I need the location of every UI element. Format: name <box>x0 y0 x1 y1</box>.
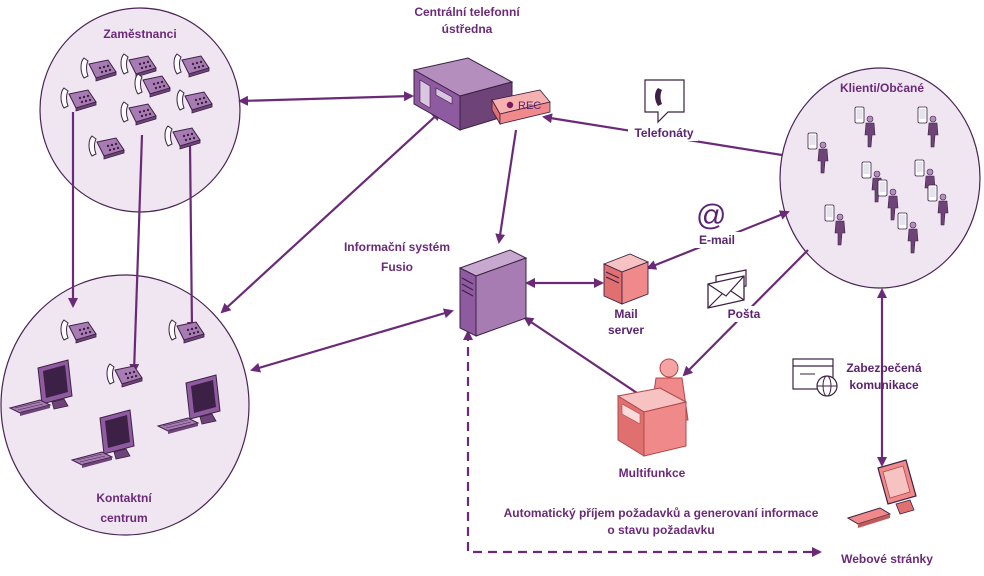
post-label: Pošta <box>728 307 761 321</box>
contact-center-label-line1: Kontaktní <box>96 491 152 505</box>
multifunction-label: Multifunkce <box>619 466 686 480</box>
is-label-line1: Informační systém <box>344 240 450 254</box>
arrow-phone-3 <box>186 142 197 332</box>
arrow-employees-pbx <box>238 91 414 106</box>
pbx-label-line1: Centrální telefonní <box>414 5 520 19</box>
phone-calls-label: Telefonáty <box>634 126 693 140</box>
arrow-rec-is <box>495 129 518 244</box>
arrow-pbx-contact <box>220 110 442 314</box>
multifunction-printer-icon <box>616 358 689 457</box>
clients-label: Klienti/Občané <box>840 81 924 95</box>
server-icon <box>458 249 528 337</box>
email-label: E-mail <box>699 233 735 247</box>
is-label-line2: Fusio <box>381 260 413 274</box>
arrow-contact-is <box>250 308 454 373</box>
mail-server-label-line2: server <box>608 323 644 337</box>
secure-label-line1: Zabezpečená <box>846 361 922 375</box>
contact-center-label-line2: centrum <box>100 511 147 525</box>
pbx-icon <box>412 57 514 131</box>
secure-label-line2: komunikace <box>849 378 919 392</box>
arrow-phone-2 <box>129 134 144 374</box>
arrow-auto-dashed <box>463 330 822 557</box>
mail-server-label-line1: Mail <box>614 307 637 321</box>
employees-label: Zaměstnanci <box>103 27 176 41</box>
web-label: Webové stránky <box>841 552 933 566</box>
auto-label-line1: Automatický příjem požadavků a generovan… <box>504 506 819 520</box>
rec-label: REC <box>518 100 541 112</box>
pbx-label-line2: ústředna <box>442 22 493 36</box>
web-monitor-icon <box>846 459 917 528</box>
recorder-icon <box>491 89 551 126</box>
phone-bubble-icon <box>644 79 685 124</box>
envelope-icon <box>707 269 747 309</box>
auto-label-line2: o stavu požadavku <box>607 523 714 537</box>
secure-web-icon <box>792 358 838 397</box>
at-sign-icon: @ <box>696 199 726 232</box>
mail-server-icon <box>602 253 650 305</box>
